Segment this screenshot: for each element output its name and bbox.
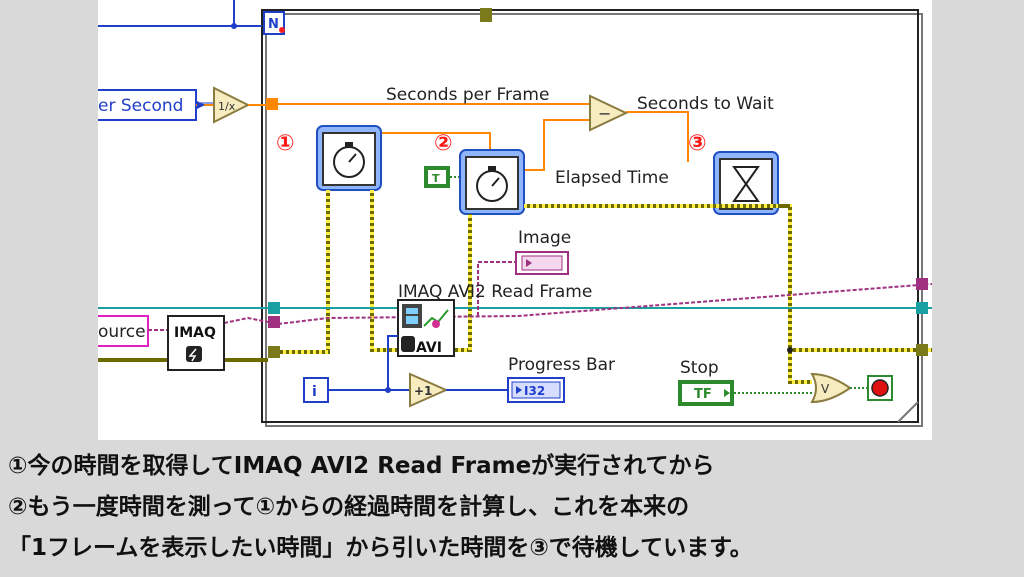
caption-line-1: ①今の時間を取得してIMAQ AVI2 Read Frameが実行されてから	[8, 453, 715, 479]
marker-2: ②	[434, 131, 453, 156]
increment-label: +1	[414, 384, 432, 398]
imaq-create-node: IMAQ	[167, 315, 225, 371]
error-out-tunnel	[916, 344, 928, 356]
source-control[interactable]: ource	[98, 315, 149, 347]
image-out-tunnel	[916, 278, 928, 290]
or-label: V	[821, 382, 830, 396]
marker-3: ③	[688, 131, 707, 156]
image-indicator	[515, 251, 569, 275]
stop-circle-icon	[871, 379, 889, 397]
true-constant-label: T	[432, 172, 440, 185]
stop-condition-terminal	[867, 375, 893, 401]
image-label: Image	[518, 228, 571, 248]
caption: ①今の時間を取得してIMAQ AVI2 Read Frameが実行されてから ②…	[8, 446, 1018, 569]
imaq-label: IMAQ	[174, 325, 216, 341]
marker-1: ①	[276, 131, 295, 156]
n-terminal-label: N	[268, 17, 279, 32]
read-frame-node: AVI	[397, 299, 455, 357]
frames-per-second-control[interactable]: er Second	[98, 89, 197, 121]
error-tunnel	[268, 346, 280, 358]
session-tunnel	[268, 302, 280, 314]
or-node: V	[810, 372, 852, 404]
block-diagram: N er Second 1/x Seconds per Frame − Seco…	[98, 0, 932, 440]
iteration-label: i	[312, 384, 317, 400]
tick-count-node-1	[316, 125, 382, 191]
stop-type-label: TF	[694, 387, 712, 402]
stop-control[interactable]: TF	[678, 380, 734, 406]
seconds-to-wait-label: Seconds to Wait	[637, 94, 774, 114]
read-frame-label: IMAQ AVI2 Read Frame	[398, 282, 592, 302]
stop-label: Stop	[680, 358, 719, 378]
reciprocal-label: 1/x	[218, 100, 236, 113]
true-constant: T	[424, 166, 450, 188]
increment-node: +1	[409, 372, 449, 408]
caption-line-3: 「1フレームを表示したい時間」から引いた時間を③で待機しています。	[8, 535, 753, 561]
tick-count-node-2	[459, 149, 525, 215]
diagram-svg: N er Second 1/x Seconds per Frame − Seco…	[98, 0, 932, 427]
elapsed-time-label: Elapsed Time	[555, 168, 669, 188]
progress-bar-indicator: I32	[507, 377, 565, 403]
loop-resize-corner	[897, 401, 919, 423]
while-loop-frame	[265, 13, 923, 427]
subtract-node: −	[589, 94, 629, 132]
avi-label: AVI	[416, 340, 442, 356]
session-out-tunnel	[916, 302, 928, 314]
seconds-per-frame-label: Seconds per Frame	[386, 85, 549, 105]
loop-count-terminal: N	[263, 11, 285, 35]
hourglass-icon	[732, 166, 760, 202]
progress-bar-label: Progress Bar	[508, 355, 615, 375]
caption-line-2: ②もう一度時間を測って①からの経過時間を計算し、これを本来の	[8, 494, 690, 520]
image-tunnel	[268, 316, 280, 328]
per-second-label: er Second	[98, 96, 183, 116]
iteration-terminal: i	[303, 377, 329, 403]
reciprocal-node: 1/x	[213, 86, 251, 124]
source-label: ource	[98, 322, 146, 342]
top-tunnel	[480, 8, 492, 22]
seconds-tunnel	[266, 98, 278, 110]
subtract-label: −	[598, 104, 611, 123]
progress-type-label: I32	[524, 384, 545, 398]
wait-node	[713, 151, 779, 215]
while-loop-border	[261, 9, 919, 423]
